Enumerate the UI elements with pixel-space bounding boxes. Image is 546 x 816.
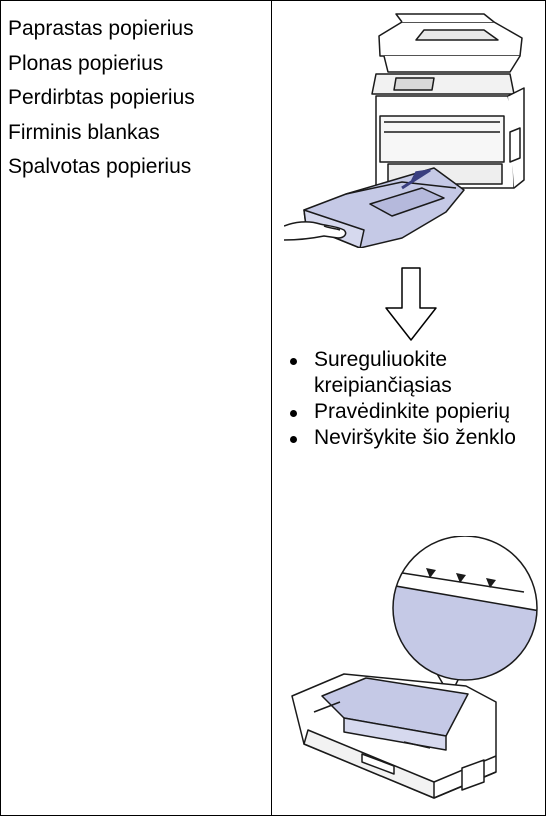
paper-type-letterhead: Firminis blankas — [8, 120, 160, 144]
instruction-item: Neviršykite šio ženklo — [288, 425, 538, 451]
instruction-item: Pravėdinkite popierių — [288, 399, 538, 425]
instruction-text: Neviršykite šio ženklo — [314, 426, 516, 449]
printer-illustration — [284, 13, 525, 248]
paper-type-list: Paprastas popierius Plonas popierius Per… — [8, 16, 195, 189]
down-arrow-icon — [385, 267, 437, 341]
instruction-list: Sureguliuokite kreipiančiąsias Pravėdink… — [288, 347, 538, 451]
bullet-dot — [290, 436, 297, 443]
bullet-dot — [290, 358, 297, 365]
paper-type-recycled: Perdirbtas popierius — [8, 86, 195, 109]
instruction-text: Pravėdinkite popierių — [314, 400, 511, 423]
paper-type-thin: Plonas popierius — [8, 51, 164, 75]
paper-type-plain: Paprastas popierius — [8, 17, 194, 40]
tray-max-mark-illustration — [291, 536, 538, 799]
instruction-item: Sureguliuokite kreipiančiąsias — [288, 347, 538, 399]
column-divider — [271, 0, 272, 816]
instruction-text: Sureguliuokite kreipiančiąsias — [314, 348, 452, 397]
paper-type-colored: Spalvotas popierius — [8, 155, 192, 178]
bullet-dot — [290, 410, 297, 417]
